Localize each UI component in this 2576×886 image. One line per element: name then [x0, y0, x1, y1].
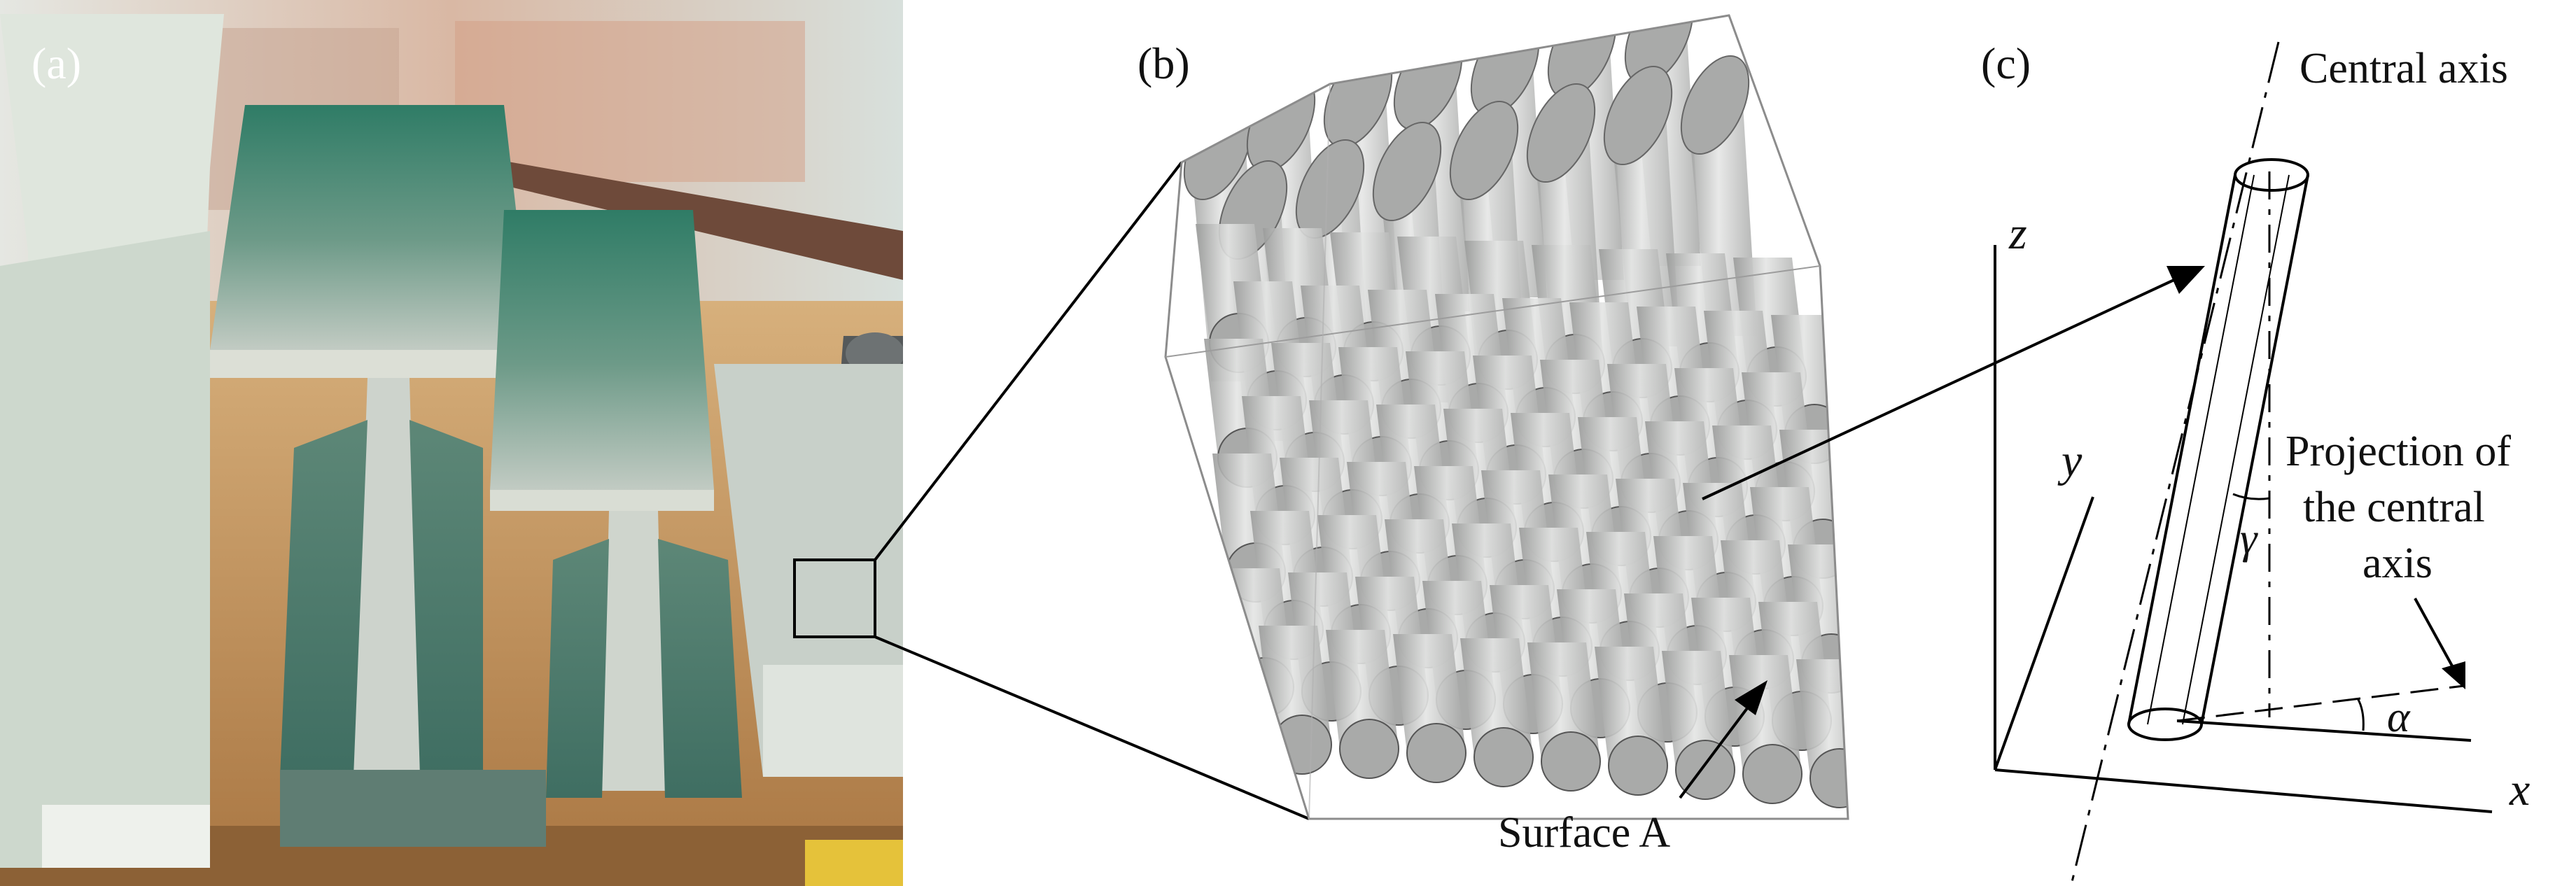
fiber-end	[1272, 715, 1332, 775]
alpha-symbol: α	[2387, 694, 2411, 741]
fiber-end	[1541, 731, 1601, 792]
y-axis-label: y	[2057, 435, 2082, 486]
fiber	[1460, 638, 1533, 757]
fiber-end	[1680, 55, 1750, 155]
gamma-symbol: γ	[2240, 515, 2258, 563]
fiber-end	[1393, 30, 1463, 131]
zoom-line-top	[874, 161, 1183, 561]
x-axis-label: x	[2509, 764, 2530, 815]
fiber	[1796, 659, 1848, 778]
panel-a-photo	[0, 0, 903, 886]
fiber	[1729, 655, 1802, 774]
fiber-end	[1809, 748, 1848, 808]
fiber-end	[1603, 65, 1673, 166]
fiber-end	[1372, 121, 1442, 222]
arrow-head-icon	[2442, 661, 2465, 689]
arrow-head-icon	[2166, 266, 2205, 294]
fiber-end	[1449, 100, 1519, 201]
fiber-end	[1406, 723, 1466, 783]
zoom-box	[793, 558, 876, 638]
fiber	[1595, 647, 1667, 766]
panel-a-label: (a)	[31, 38, 81, 88]
fiber-end	[1339, 719, 1399, 779]
z-axis-label: z	[2008, 208, 2027, 259]
projection-label-line-3: axis	[2362, 540, 2432, 587]
fiber-end	[1526, 83, 1596, 183]
panel-c-label: (c)	[1981, 38, 2031, 88]
arrow-head-icon	[1735, 680, 1768, 715]
projection-label-line-2: the central	[2303, 484, 2485, 531]
fiber	[1326, 630, 1399, 749]
cube-outline	[1164, 14, 1849, 820]
central-axis-label: Central axis	[2300, 45, 2508, 92]
fiber-cube	[1164, 14, 1849, 820]
fiber-cylinder	[2127, 158, 2309, 741]
projection-label-line-1: Projection of	[2286, 428, 2511, 475]
axis-system	[1994, 41, 2493, 883]
fiber-end	[1742, 744, 1802, 804]
zoom-line-bottom	[874, 635, 1310, 820]
fiber	[1662, 651, 1735, 770]
surface-a-label: Surface A	[1498, 809, 1670, 857]
fiber-end	[1474, 727, 1534, 787]
panel-b-label: (b)	[1138, 38, 1190, 88]
fiber	[1527, 642, 1600, 761]
fiber	[1393, 634, 1466, 753]
fiber-end	[1323, 48, 1393, 148]
fiber-end	[1608, 736, 1668, 796]
